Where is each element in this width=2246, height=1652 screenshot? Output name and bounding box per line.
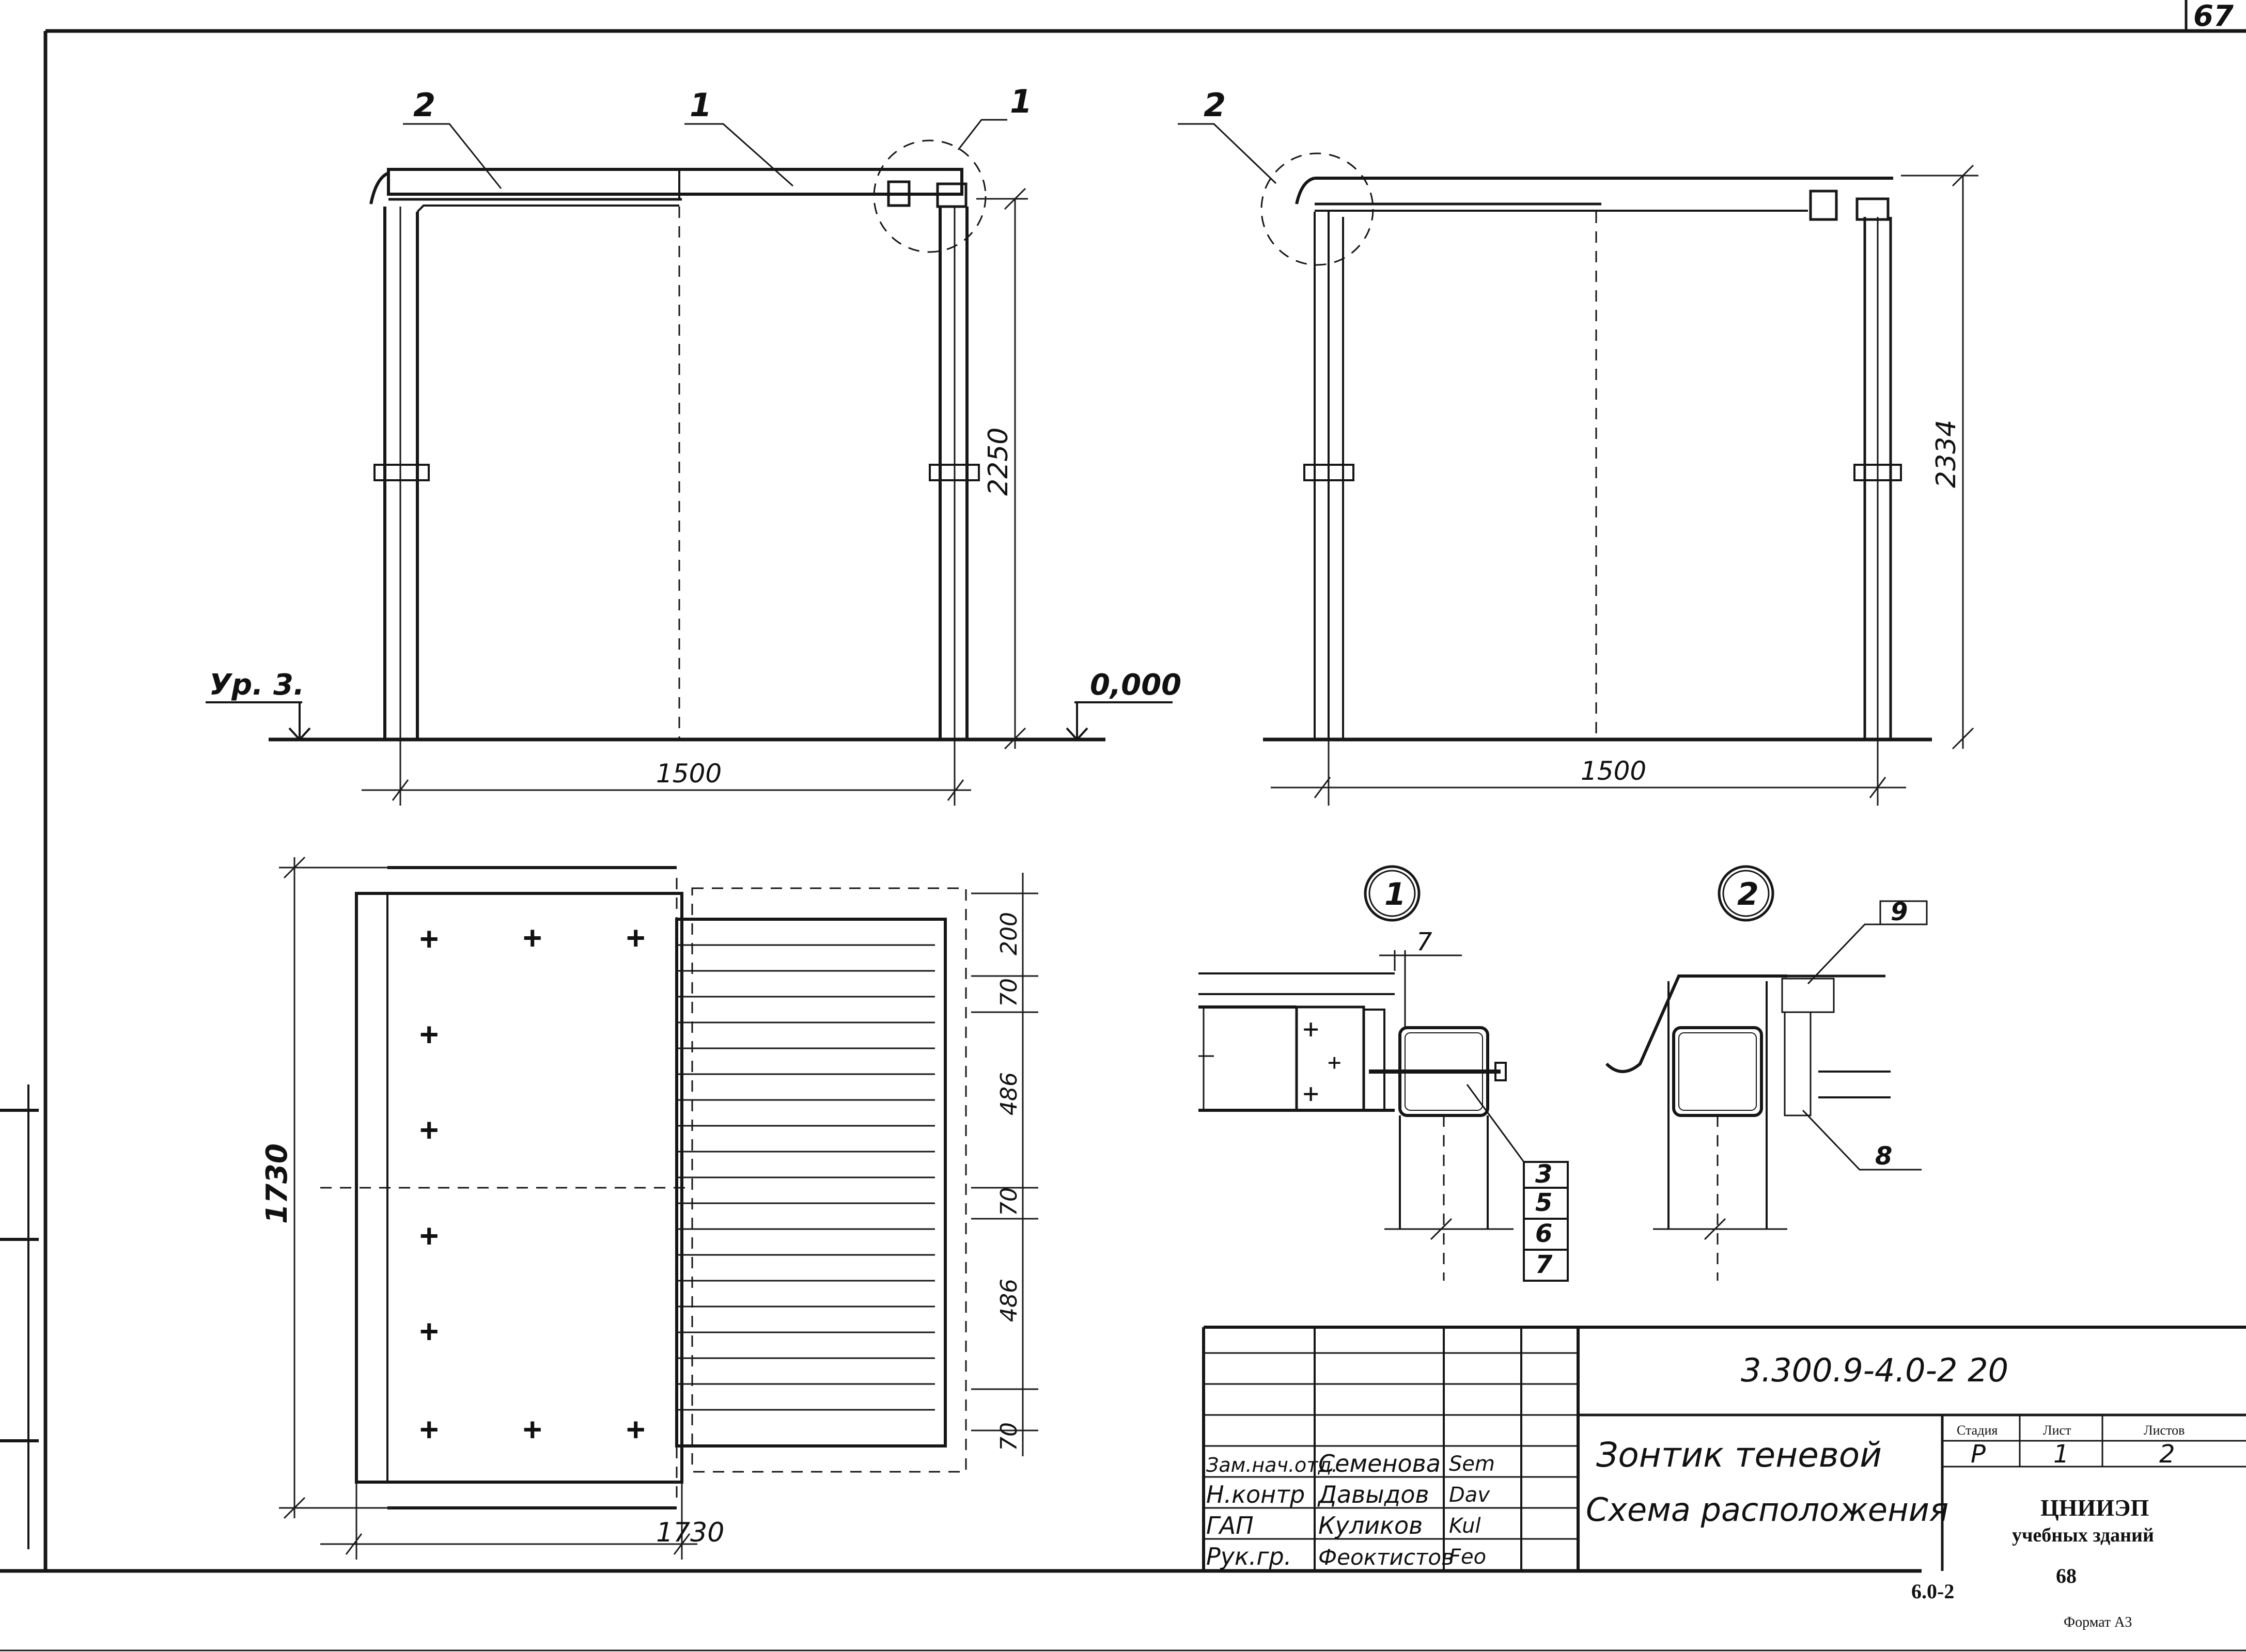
sheet-value: 1 <box>2053 1440 2069 1469</box>
signature-1: Sem <box>1449 1452 1495 1476</box>
svg-text:+: + <box>626 919 645 956</box>
name-3: Куликов <box>1318 1512 1423 1539</box>
svg-text:+: + <box>419 920 439 957</box>
canopy-slab-left <box>387 168 963 196</box>
doc-code: 3.300.9-4.0-2 20 <box>1741 1351 2008 1389</box>
svg-text:+: + <box>523 1411 542 1448</box>
plan-height-dim: 1730 <box>260 1143 294 1224</box>
detail-1-circle <box>873 139 987 253</box>
detail-1-dim: 7 <box>1416 927 1432 956</box>
role-1: Зам.нач.отд. <box>1206 1454 1338 1476</box>
svg-text:+: + <box>1328 1049 1342 1076</box>
detail-1-label: 1 <box>1384 876 1406 912</box>
callout-1-right: 1 <box>1010 83 1032 120</box>
slat-lines <box>677 944 935 1411</box>
detail-2-label: 2 <box>1737 876 1759 912</box>
org-line-2: учебных зданий <box>2012 1524 2154 1546</box>
signature-3: Kul <box>1449 1514 1481 1538</box>
detail-2-circle <box>1260 152 1374 266</box>
svg-text:+: + <box>419 1016 439 1053</box>
footer-page: 68 <box>2056 1564 2077 1587</box>
detail-2: 2 9 8 <box>1605 865 1928 1281</box>
sheets-header: Листов <box>2144 1423 2185 1438</box>
bolt-marks: + + + + + + + + + + <box>419 919 645 1448</box>
org-line-1: ЦНИИЭП <box>2040 1494 2149 1521</box>
signatures: Sem Dav Kul Feo <box>1449 1452 1495 1569</box>
callout-2-left: 2 <box>413 86 435 124</box>
series-code: 6.0-2 <box>1911 1580 1954 1603</box>
detail-1-pos-7: 7 <box>1535 1250 1553 1279</box>
stage-header: Стадия <box>1957 1423 1998 1438</box>
elevation-right: 2334 1500 2 <box>1178 86 1978 806</box>
plan-dim-486-b: 486 <box>996 1279 1022 1322</box>
plan-width-dim: 1730 <box>656 1517 724 1548</box>
height-dim-right: 2334 <box>1931 420 1962 488</box>
detail-1-pos-5: 5 <box>1535 1188 1552 1217</box>
plan-dim-70-b: 70 <box>996 1187 1022 1216</box>
signature-2: Dav <box>1449 1483 1490 1507</box>
plan-dim-70-c: 70 <box>996 1422 1022 1451</box>
svg-text:+: + <box>419 1411 439 1448</box>
elevation-left: Ур. 3. 0,000 2250 1500 2 1 1 <box>206 83 1181 806</box>
svg-text:+: + <box>419 1217 439 1254</box>
signature-4: Feo <box>1449 1545 1486 1569</box>
name-2: Давыдов <box>1317 1481 1429 1508</box>
svg-text:+: + <box>626 1411 645 1448</box>
svg-text:+: + <box>523 919 542 956</box>
stage-value: Р <box>1971 1440 1986 1469</box>
name-4: Феоктистов <box>1318 1545 1454 1570</box>
plan-dim-70-a: 70 <box>996 978 1022 1007</box>
sheet-header: Лист <box>2043 1423 2071 1438</box>
page-number: 67 <box>2193 0 2234 33</box>
width-dim-right: 1500 <box>1581 756 1646 786</box>
svg-text:+: + <box>419 1313 439 1350</box>
plan-dim-486-a: 486 <box>996 1072 1022 1115</box>
callout-2-right: 2 <box>1204 86 1226 124</box>
detail-2-pos-8: 8 <box>1875 1142 1892 1171</box>
format-label: Формат А3 <box>2064 1614 2132 1630</box>
level-label-right: 0,000 <box>1090 668 1181 702</box>
role-2: Н.контр <box>1206 1481 1305 1508</box>
svg-text:+: + <box>1303 1078 1319 1109</box>
svg-text:+: + <box>419 1111 439 1148</box>
detail-1: 1 + + + 7 3 5 6 7 <box>1198 865 1569 1282</box>
role-4: Рук.гр. <box>1206 1543 1291 1570</box>
height-dim-left: 2250 <box>983 428 1014 496</box>
sheets-value: 2 <box>2159 1440 2175 1469</box>
title-line-2: Схема расположения <box>1586 1491 1948 1529</box>
svg-text:+: + <box>1303 1014 1319 1045</box>
detail-1-pos-3: 3 <box>1535 1160 1552 1189</box>
title-line-1: Зонтик теневой <box>1596 1435 1882 1475</box>
width-dim-left: 1500 <box>656 759 722 789</box>
detail-1-pos-6: 6 <box>1535 1219 1552 1248</box>
canopy-hook-left <box>369 171 389 204</box>
role-3: ГАП <box>1206 1512 1254 1539</box>
title-block: 3.300.9-4.0-2 20 Зонтик теневой Схема ра… <box>1202 1326 2246 1630</box>
plan-dim-200: 200 <box>996 912 1022 955</box>
detail-2-pos-9: 9 <box>1891 898 1908 926</box>
name-1: Семенова <box>1318 1450 1441 1477</box>
callout-1-mid: 1 <box>690 86 712 124</box>
level-label-left: Ур. 3. <box>209 668 304 702</box>
plan-view: + + + + + + + + + + 1730 1730 200 70 486 <box>260 856 1038 1560</box>
